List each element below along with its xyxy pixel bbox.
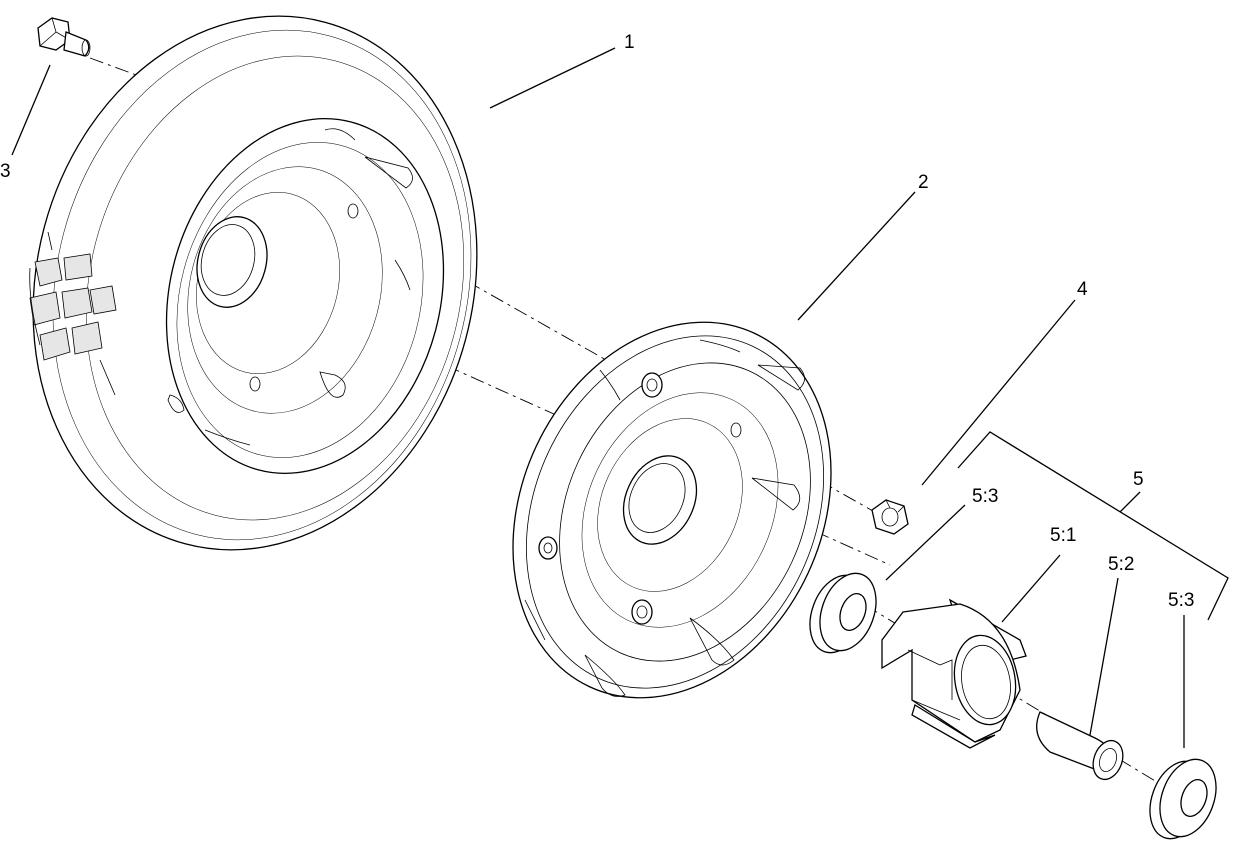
callout-2: 2 — [918, 172, 929, 193]
callout-5-3-right: 5:3 — [1168, 590, 1194, 611]
bearing-hub — [881, 598, 1027, 749]
rim-half — [512, 321, 832, 699]
bolt — [37, 17, 91, 57]
callout-5-3-left: 5:3 — [972, 486, 998, 507]
wheel-tire — [29, 15, 478, 551]
callout-4: 4 — [1077, 279, 1088, 300]
callout-5-1: 5:1 — [1050, 525, 1076, 546]
nut — [871, 499, 909, 535]
callout-3: 3 — [0, 161, 11, 182]
callout-5-2: 5:2 — [1108, 554, 1134, 575]
seal-right — [1149, 758, 1217, 840]
leader-lines — [11, 47, 1229, 748]
seal-left — [809, 572, 877, 654]
tire-tread — [29, 231, 117, 396]
callout-5: 5 — [1133, 469, 1144, 490]
callout-1: 1 — [624, 32, 635, 53]
callout-labels: 1 2 3 4 5 5:1 5:2 5:3 5:3 — [0, 32, 1194, 611]
spacer — [1036, 711, 1124, 781]
